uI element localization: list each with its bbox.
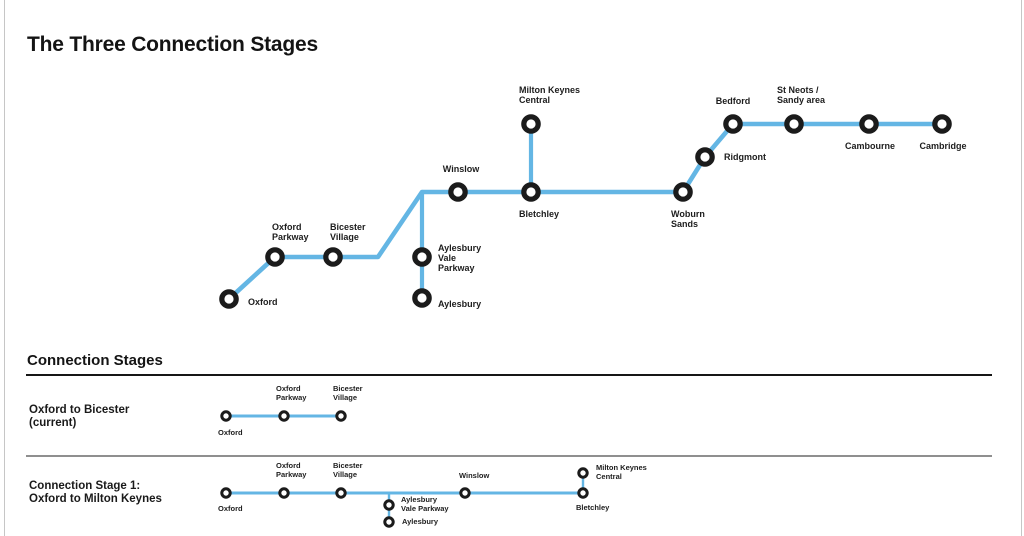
station-dot-bicester-village — [323, 247, 343, 267]
stage2-title: Connection Stage 1: Oxford to Milton Key… — [29, 480, 162, 505]
station-label-aylesbury-vale-parkway: Aylesbury Vale Parkway — [438, 243, 482, 273]
station-dot-ridgmont — [695, 147, 715, 167]
section-heading: Connection Stages — [27, 352, 163, 369]
stage2-label-oxford: Oxford — [218, 504, 243, 513]
station-label-bletchley: Bletchley — [519, 209, 560, 219]
page-title: The Three Connection Stages — [27, 33, 318, 56]
station-dot-oxford — [219, 289, 239, 309]
station-label-cambourne: Cambourne — [844, 141, 896, 151]
stage2-dot-aylesbury — [383, 516, 395, 528]
stage1-label-oxford-parkway: Oxford Parkway — [276, 384, 307, 402]
stage2-label-oxford-parkway: Oxford Parkway — [276, 461, 307, 479]
section-heading-rule — [26, 374, 992, 376]
stage1-dot-oxford-parkway — [278, 410, 290, 422]
station-label-woburn-sands: Woburn Sands — [671, 209, 705, 229]
station-dot-milton-keynes-central — [521, 114, 541, 134]
stage2-dot-bletchley — [577, 487, 589, 499]
station-dot-cambourne — [859, 114, 879, 134]
stage2-dot-oxford-parkway — [278, 487, 290, 499]
stage1-label-bicester-village: Bicester Village — [333, 384, 363, 402]
station-dot-winslow — [448, 182, 468, 202]
stage2-dot-bicester-village — [335, 487, 347, 499]
main-route-line — [226, 121, 945, 302]
stage1-title: Oxford to Bicester (current) — [29, 404, 130, 429]
station-dot-oxford-parkway — [265, 247, 285, 267]
station-dot-woburn-sands — [673, 182, 693, 202]
station-dot-st-neots-sandy — [784, 114, 804, 134]
stage1-dot-bicester-village — [335, 410, 347, 422]
station-label-oxford-parkway: Oxford Parkway — [272, 222, 309, 242]
station-dot-bedford — [723, 114, 743, 134]
stage2-label-aylesbury: Aylesbury — [402, 517, 438, 526]
station-dot-cambridge — [932, 114, 952, 134]
stage2-label-milton-keynes-central: Milton Keynes Central — [596, 463, 647, 481]
stage2-label-winslow: Winslow — [459, 471, 490, 480]
stage2-dot-milton-keynes-central — [577, 467, 589, 479]
stage2-dot-winslow — [459, 487, 471, 499]
station-label-bicester-village: Bicester Village — [330, 222, 366, 242]
stage2-dot-oxford — [220, 487, 232, 499]
station-dot-aylesbury — [412, 288, 432, 308]
stage2-dot-aylesbury-vale-parkway — [383, 499, 395, 511]
station-label-milton-keynes-central: Milton Keynes Central — [519, 85, 581, 105]
station-label-aylesbury: Aylesbury — [438, 299, 482, 309]
station-label-cambridge: Cambridge — [919, 141, 967, 151]
page-edge-right — [1021, 0, 1022, 536]
station-label-oxford: Oxford — [248, 297, 278, 307]
station-label-bedford: Bedford — [715, 96, 751, 106]
stage2-label-aylesbury-vale-parkway: Aylesbury Vale Parkway — [401, 495, 449, 513]
station-label-ridgmont: Ridgmont — [724, 152, 766, 162]
stage1-label-oxford: Oxford — [218, 428, 243, 437]
station-dot-bletchley — [521, 182, 541, 202]
station-label-winslow: Winslow — [442, 164, 480, 174]
stage2-label-bletchley: Bletchley — [576, 503, 610, 512]
station-dot-aylesbury-vale-parkway — [412, 247, 432, 267]
station-label-st-neots-sandy: St Neots / Sandy area — [777, 85, 826, 105]
stage1-dot-oxford — [220, 410, 232, 422]
page-edge-left — [4, 0, 5, 536]
stage-divider — [26, 455, 992, 457]
stage2-label-bicester-village: Bicester Village — [333, 461, 363, 479]
